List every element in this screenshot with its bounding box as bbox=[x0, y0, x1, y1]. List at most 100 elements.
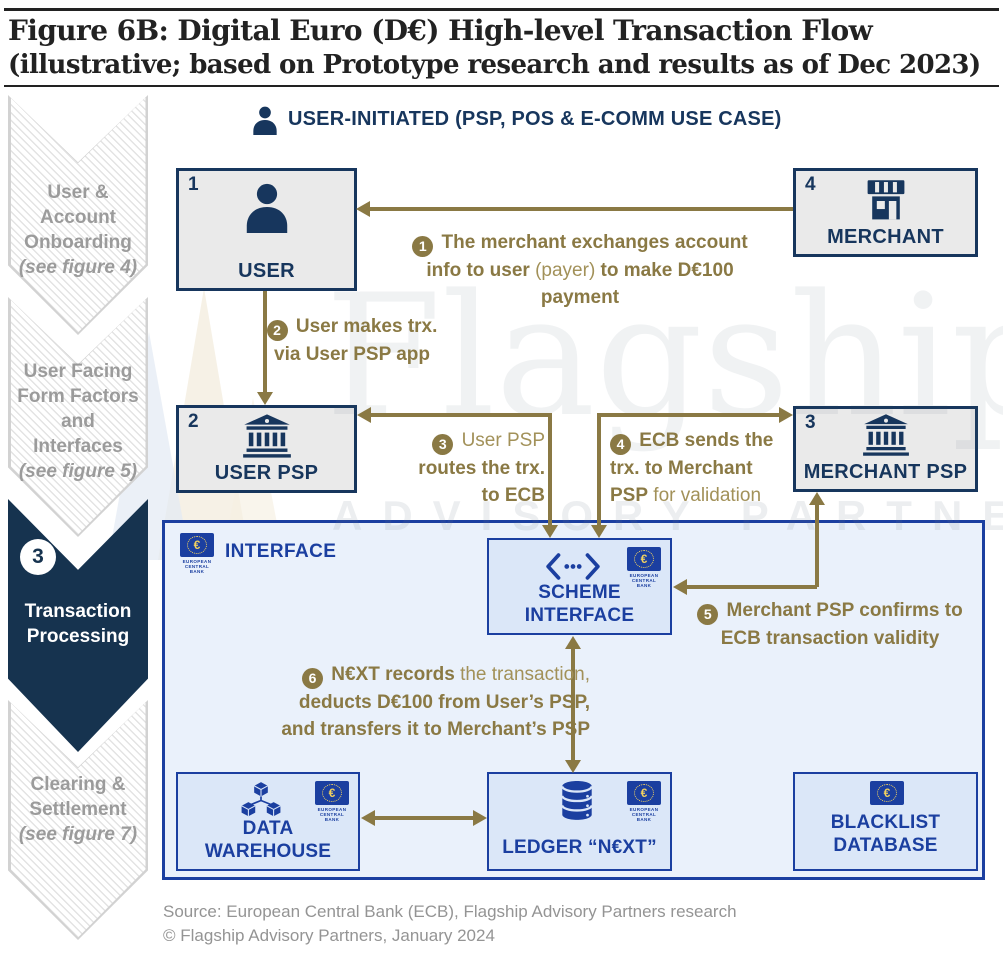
euro-symbol: € bbox=[193, 538, 201, 552]
node-blacklist-database: € BLACKLIST DATABASE bbox=[793, 772, 978, 871]
arrow-scheme-to-merchantpsp-h bbox=[597, 413, 780, 417]
figure-title-line1: Figure 6B: Digital Euro (D€) High-level … bbox=[8, 14, 873, 47]
arrow-merchant-to-user bbox=[370, 207, 793, 211]
interface-zone-label: INTERFACE bbox=[225, 541, 337, 562]
node-number: 2 bbox=[188, 411, 199, 432]
ecb-logo-icon: € EUROPEAN CENTRAL BANK bbox=[177, 533, 217, 574]
figure-title-line2: (illustrative; based on Prototype resear… bbox=[8, 50, 981, 80]
source-attribution: Source: European Central Bank (ECB), Fla… bbox=[163, 900, 737, 948]
euro-symbol: € bbox=[328, 786, 336, 800]
stage-clearing-settlement: Clearing & Settlement (see figure 7) bbox=[8, 700, 148, 940]
arrow-userpsp-to-scheme-h bbox=[371, 413, 552, 417]
node-label-line2: INTERFACE bbox=[524, 605, 635, 626]
arrowhead-down bbox=[565, 760, 581, 773]
node-ledger-next: € EUROPEAN CENTRAL BANK LEDGER “N€XT” bbox=[487, 772, 672, 871]
node-label: USER PSP bbox=[214, 462, 319, 484]
node-label: LEDGER “N€XT” bbox=[502, 837, 657, 858]
person-icon bbox=[250, 105, 280, 135]
arrow-merchantpsp-to-scheme-v bbox=[815, 504, 819, 587]
flow-header-label: USER-INITIATED (PSP, POS & E-COMM USE CA… bbox=[288, 108, 782, 130]
database-icon bbox=[559, 780, 595, 822]
arrowhead-right bbox=[473, 810, 487, 826]
stage-number-badge: 3 bbox=[20, 539, 56, 575]
arrowhead-down bbox=[591, 525, 607, 538]
stage-label: Transaction Processing bbox=[24, 601, 132, 647]
node-label-line2: DATABASE bbox=[833, 835, 938, 856]
storefront-icon bbox=[796, 178, 975, 224]
arrow-scheme-to-ledger bbox=[571, 648, 575, 761]
arrow-user-to-userpsp bbox=[263, 291, 267, 393]
arrowhead-left bbox=[356, 201, 370, 217]
ecb-logo-icon: € EUROPEAN CENTRAL BANK bbox=[312, 781, 352, 822]
arrow-warehouse-to-ledger bbox=[374, 816, 474, 820]
node-merchant-psp: 3 MERCHANT PSP bbox=[793, 406, 978, 492]
arrow-scheme-to-merchantpsp-v bbox=[597, 413, 601, 525]
euro-symbol: € bbox=[640, 786, 648, 800]
node-label: MERCHANT bbox=[827, 226, 944, 248]
node-label-line1: SCHEME bbox=[538, 582, 621, 603]
bank-icon bbox=[796, 414, 975, 456]
copyright-line: © Flagship Advisory Partners, January 20… bbox=[163, 926, 495, 945]
euro-symbol: € bbox=[640, 552, 648, 566]
source-line: Source: European Central Bank (ECB), Fla… bbox=[163, 902, 737, 921]
cubes-icon bbox=[240, 781, 282, 819]
step-2-annotation: 2 User makes trx.via User PSP app bbox=[252, 313, 452, 368]
ecb-logo-icon: € EUROPEAN CENTRAL BANK bbox=[624, 781, 664, 822]
arrowhead-left bbox=[673, 579, 687, 595]
title-top-rule bbox=[4, 8, 999, 11]
person-icon bbox=[179, 181, 354, 233]
step-6-annotation: 6 N€XT records the transaction,deducts D… bbox=[281, 664, 590, 740]
arrow-merchantpsp-to-scheme-h bbox=[686, 585, 817, 589]
stage-note: (see figure 4) bbox=[18, 257, 138, 278]
node-scheme-interface: € EUROPEAN CENTRAL BANK SCHEME INTERFACE bbox=[487, 538, 672, 635]
arrowhead-right bbox=[779, 407, 793, 423]
arrowhead-left bbox=[361, 810, 375, 826]
stage-user-account-onboarding: User & Account Onboarding (see figure 4) bbox=[8, 95, 148, 335]
node-label: SCHEME INTERFACE bbox=[489, 581, 670, 627]
node-label-line1: DATA bbox=[242, 818, 294, 839]
node-number: 4 bbox=[805, 174, 816, 195]
node-data-warehouse: € EUROPEAN CENTRAL BANK DATA WAREHOUSE bbox=[176, 772, 360, 871]
ecb-logo-text: EUROPEAN CENTRAL BANK bbox=[182, 559, 212, 574]
ecb-logo-icon: € EUROPEAN CENTRAL BANK bbox=[624, 547, 664, 588]
ecb-logo-text: EUROPEAN CENTRAL BANK bbox=[629, 573, 659, 588]
arrow-userpsp-to-scheme-v bbox=[548, 413, 552, 525]
bank-icon bbox=[179, 414, 354, 458]
arrowhead-up bbox=[809, 492, 825, 505]
euro-symbol: € bbox=[883, 786, 891, 800]
stage-label: User Facing Form Factors and Interfaces bbox=[17, 361, 139, 457]
arrowhead-down bbox=[257, 392, 273, 405]
node-user-psp: 2 USER PSP bbox=[176, 405, 357, 493]
arrowhead-up bbox=[565, 636, 581, 649]
ecb-logo-text: EUROPEAN CENTRAL BANK bbox=[317, 807, 347, 822]
node-number: 3 bbox=[805, 412, 816, 433]
stage-label: Clearing & Settlement bbox=[29, 774, 127, 820]
node-label: BLACKLIST DATABASE bbox=[795, 811, 976, 857]
ecb-interface-zone: € EUROPEAN CENTRAL BANK INTERFACE € EURO… bbox=[162, 520, 985, 880]
node-label-line2: WAREHOUSE bbox=[204, 841, 332, 862]
figure-title: Figure 6B: Digital Euro (D€) High-level … bbox=[8, 13, 981, 82]
arrowhead-left bbox=[357, 407, 371, 423]
stage-note: (see figure 7) bbox=[18, 824, 138, 845]
ecb-logo-text: EUROPEAN CENTRAL BANK bbox=[629, 807, 659, 822]
ecb-logo-icon: € bbox=[867, 781, 907, 805]
node-label: DATA WAREHOUSE bbox=[178, 817, 358, 863]
stage-label: User & Account Onboarding bbox=[24, 182, 132, 253]
stage-transaction-processing: 3 Transaction Processing bbox=[8, 499, 148, 752]
node-label: USER bbox=[238, 260, 295, 282]
node-user: 1 USER bbox=[176, 168, 357, 291]
stage-note: (see figure 5) bbox=[18, 461, 138, 482]
node-label: MERCHANT PSP bbox=[803, 461, 968, 483]
arrowhead-down bbox=[542, 525, 558, 538]
node-merchant: 4 MERCHANT bbox=[793, 168, 978, 257]
node-label-line1: BLACKLIST bbox=[830, 812, 941, 833]
node-number: 1 bbox=[188, 174, 199, 195]
stage-user-facing-form-factors: User Facing Form Factors and Interfaces … bbox=[8, 297, 148, 537]
title-bottom-rule bbox=[4, 85, 999, 87]
code-brackets-icon bbox=[544, 552, 602, 581]
